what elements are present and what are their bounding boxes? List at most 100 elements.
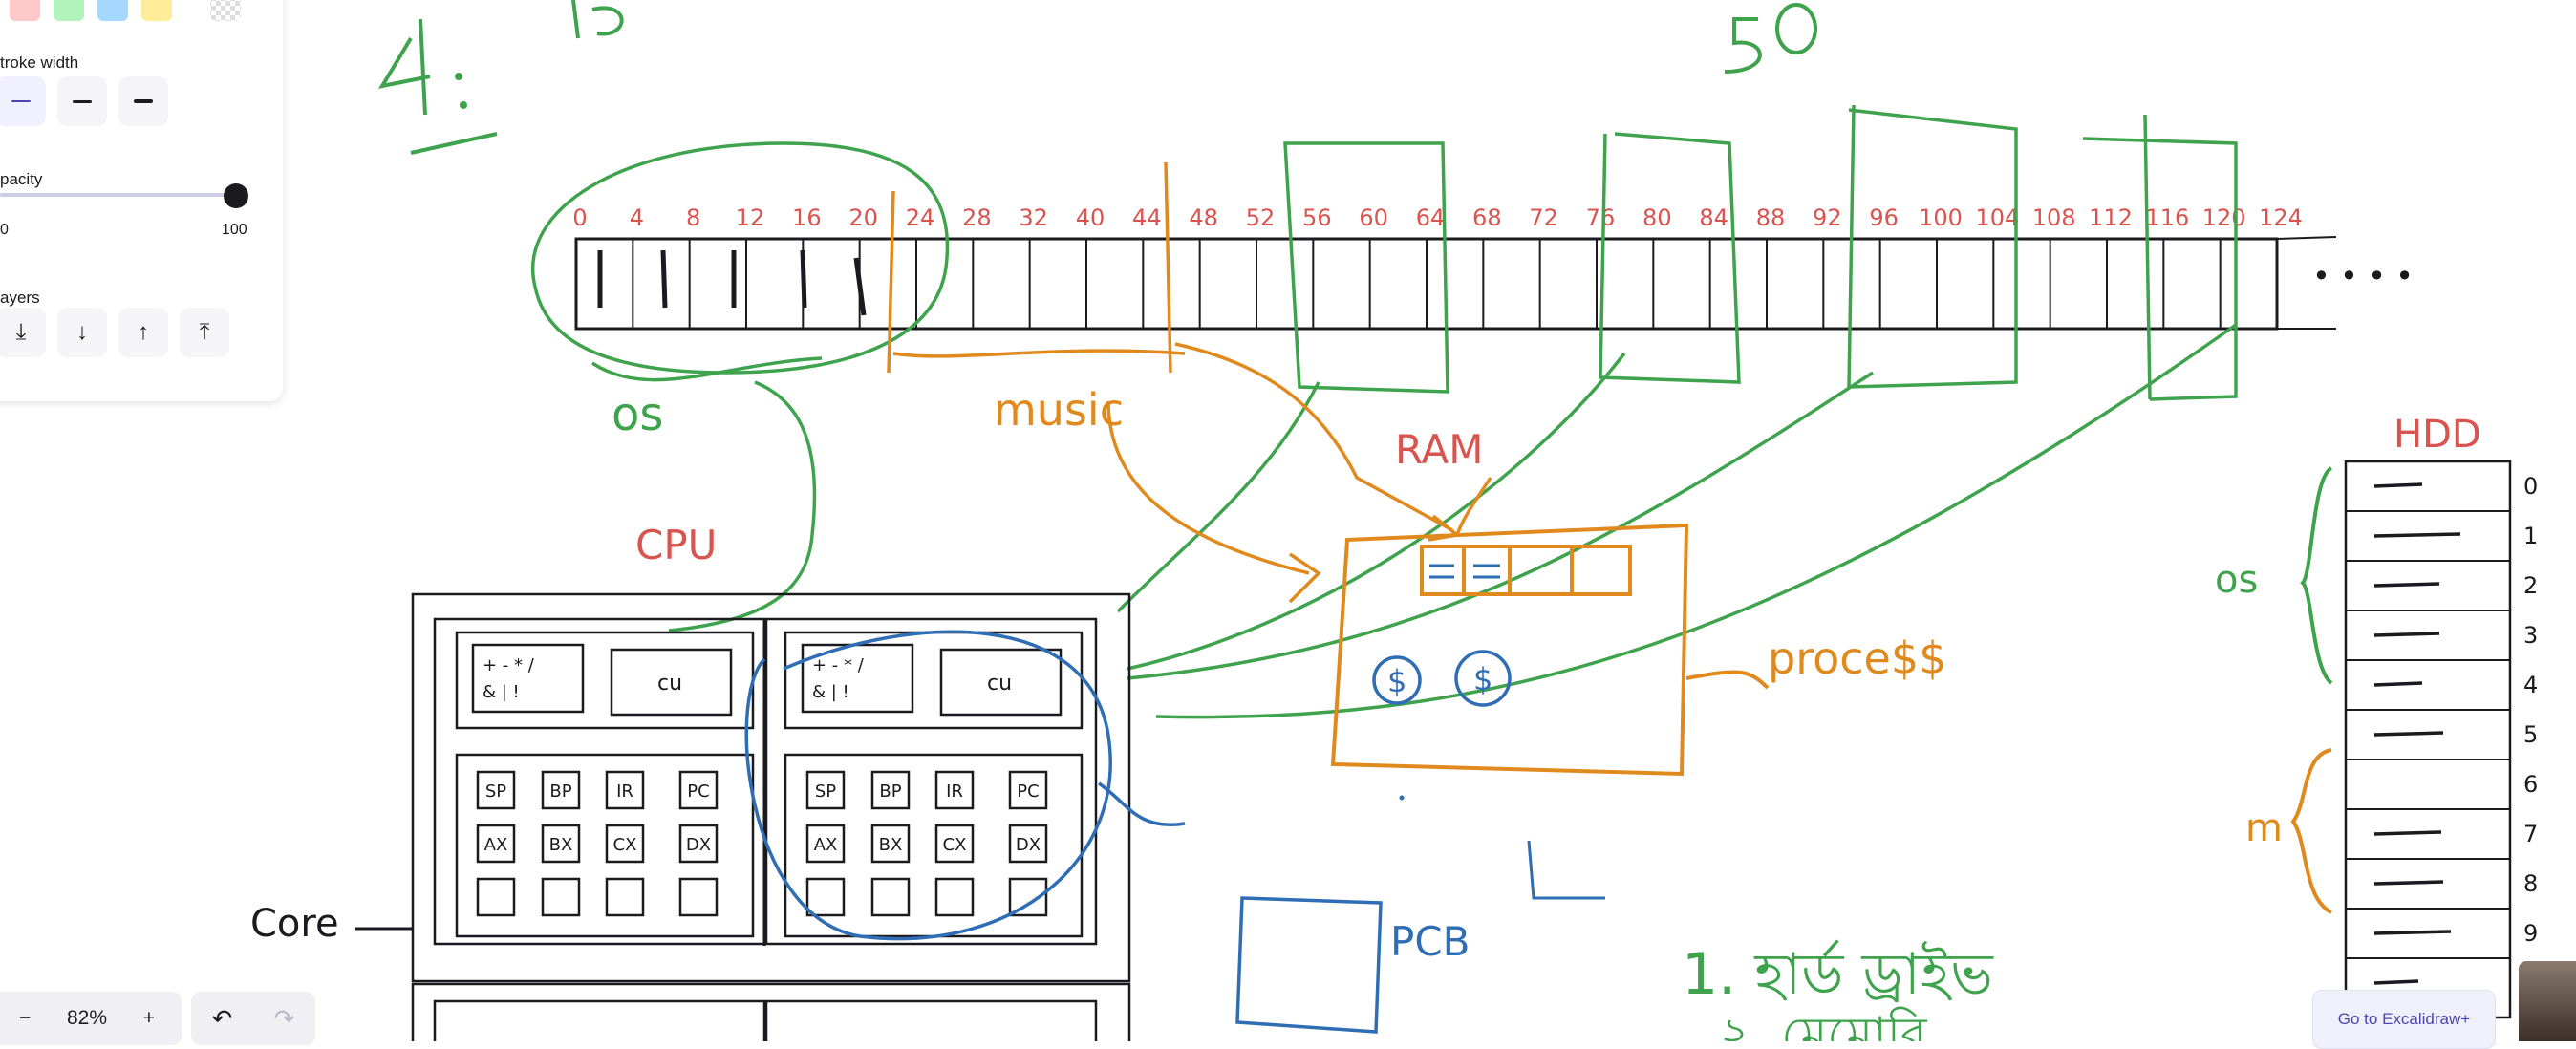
bring-forward-button[interactable]: ↑ — [118, 308, 168, 357]
send-to-back-icon: ⤓ — [15, 319, 27, 345]
register-label: BP — [879, 781, 901, 802]
send-backward-button[interactable]: ↓ — [57, 308, 107, 357]
register-box — [1008, 770, 1048, 810]
stroke-thin-button[interactable] — [0, 76, 46, 126]
opacity-slider[interactable] — [0, 193, 235, 197]
hdd-row-index: 1 — [2523, 523, 2538, 549]
ram-entries — [1429, 564, 1500, 579]
pcb-label: PCB — [1390, 918, 1470, 965]
register-box — [805, 770, 846, 810]
memory-address-label: 12 — [736, 204, 765, 231]
memory-address-label: 64 — [1416, 204, 1446, 231]
color-swatch[interactable] — [54, 0, 84, 21]
register-label: DX — [686, 835, 711, 855]
cpu-label: CPU — [635, 522, 717, 568]
layers-label: ayers — [0, 289, 40, 307]
core-highlight — [744, 630, 1112, 941]
arrow-down-icon: ↓ — [76, 319, 88, 345]
hdd-row-index: 7 — [2523, 821, 2538, 847]
transparent-swatch[interactable] — [210, 0, 241, 21]
green-annotations — [531, 104, 2238, 719]
bengali-note-2: ২. মেমোরি — [1720, 1007, 1928, 1041]
memory-address-label: 0 — [572, 204, 587, 231]
bring-to-front-icon: ⤒ — [199, 319, 210, 345]
hdd-label: HDD — [2394, 413, 2481, 457]
os-marks — [597, 249, 867, 316]
zoom-out-button[interactable]: − — [19, 1007, 32, 1029]
hdd-row-index: 4 — [2523, 672, 2538, 698]
stroke-bold-button[interactable] — [57, 76, 107, 126]
register-box — [476, 770, 516, 810]
register-box — [805, 877, 846, 917]
color-swatch[interactable] — [97, 0, 128, 21]
color-swatch[interactable] — [141, 0, 172, 21]
ram-arrow — [1455, 477, 1492, 536]
register-box — [805, 824, 846, 864]
register-label: PC — [1017, 781, 1039, 802]
memory-address-label: 56 — [1302, 204, 1332, 231]
opacity-slider-thumb[interactable] — [224, 183, 248, 208]
hdd-row-mark — [2373, 582, 2440, 588]
alu-ops: + - * / — [483, 655, 535, 675]
alu-ops-2: & | ! — [483, 682, 520, 702]
hdd-row-index: 3 — [2523, 622, 2538, 649]
register-label: DX — [1016, 835, 1041, 855]
hdd-row-index: 5 — [2523, 721, 2538, 748]
memory-address-label: 84 — [1699, 204, 1728, 231]
zoom-level[interactable]: 82% — [66, 1007, 108, 1029]
stroke-extra-bold-button[interactable] — [118, 76, 168, 126]
color-swatch[interactable] — [10, 0, 40, 21]
memory-address-label: 92 — [1813, 204, 1842, 231]
memory-address-label: 68 — [1472, 204, 1502, 231]
core-label: Core — [250, 902, 339, 946]
send-to-back-button[interactable]: ⤓ — [0, 308, 46, 357]
register-box — [1008, 824, 1048, 864]
memory-address-label: 40 — [1076, 204, 1106, 231]
register-label: BX — [879, 835, 903, 855]
memory-address-label: 60 — [1359, 204, 1388, 231]
hdd-table: 012345678910 — [2344, 460, 2553, 1019]
bring-to-front-button[interactable]: ⤒ — [180, 308, 229, 357]
zoom-in-button[interactable]: + — [142, 1007, 155, 1029]
register-box — [476, 824, 516, 864]
memory-address-label: 96 — [1869, 204, 1899, 231]
memory-address-label: 52 — [1246, 204, 1276, 231]
register-label: IR — [946, 781, 963, 802]
register-box — [678, 877, 719, 917]
cu-label: cu — [657, 672, 682, 696]
memory-address-label: 32 — [1019, 204, 1048, 231]
process-item: $ — [1387, 663, 1406, 699]
cpu-chip — [411, 592, 1131, 1041]
bengali-note-1: 1. হার্ড ড্রাইভ — [1682, 939, 1994, 1008]
ram-label: RAM — [1395, 426, 1483, 473]
register-label: SP — [485, 781, 506, 802]
undo-button[interactable]: ↶ — [211, 1003, 233, 1033]
alu-ops: + - * / — [812, 655, 865, 675]
hdd-row-mark — [2373, 880, 2444, 886]
register-box — [678, 770, 719, 810]
process-item: $ — [1473, 661, 1492, 697]
undo-redo-controls: ↶ ↷ — [191, 992, 315, 1045]
memory-address-label: 116 — [2145, 204, 2189, 231]
hdd-row-mark — [2373, 930, 2452, 935]
presenter-webcam — [2519, 961, 2576, 1041]
memory-address-label: 124 — [2259, 204, 2303, 231]
memory-address-label: 16 — [792, 204, 822, 231]
process-label: proce$$ — [1768, 632, 1946, 684]
cu-label: cu — [987, 672, 1012, 696]
memory-address-label: 120 — [2202, 204, 2246, 231]
go-to-excalidraw-button[interactable]: Go to Excalidraw+ — [2312, 990, 2496, 1049]
register-label: SP — [815, 781, 836, 802]
memory-cell-dividers — [632, 239, 2222, 329]
hdd-row-index: 2 — [2523, 572, 2538, 599]
register-box — [541, 877, 581, 917]
redo-button[interactable]: ↷ — [273, 1003, 295, 1033]
memory-address-label: 112 — [2089, 204, 2133, 231]
hdd-row-index: 9 — [2523, 920, 2538, 947]
memory-address-label: 20 — [848, 204, 878, 231]
hdd-os-label: os — [2215, 558, 2258, 602]
process-items: $ $ — [1372, 650, 1512, 707]
top-left-note — [377, 0, 624, 155]
